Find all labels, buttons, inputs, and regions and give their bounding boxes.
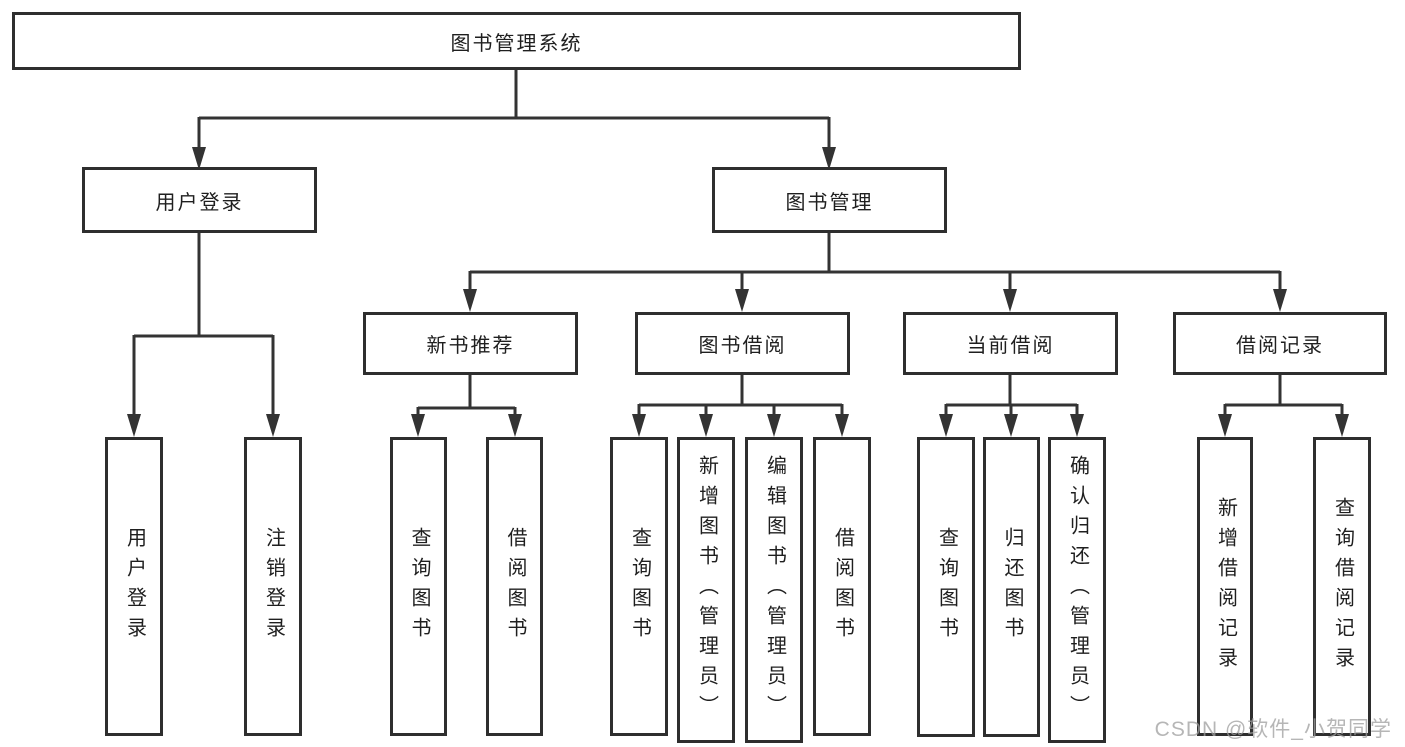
watermark: CSDN @软件_小贺同学 [1154, 718, 1392, 741]
node-new-book-recommend-label: 新书推荐 [426, 335, 515, 357]
node-add-borrow-record-label: 新增借阅记录 [1214, 496, 1237, 677]
node-query-books-recommend: 查询图书 [390, 437, 447, 736]
node-query-borrow-record: 查询借阅记录 [1313, 437, 1371, 736]
node-query-books-current: 查询图书 [917, 437, 975, 737]
node-edit-books-admin: 编辑图书（管理员） [745, 437, 803, 743]
node-borrow-books-borrow: 借阅图书 [813, 437, 871, 736]
node-query-books-recommend-label: 查询图书 [408, 526, 430, 647]
node-query-borrow-record-label: 查询借阅记录 [1331, 496, 1354, 677]
arrowheads [127, 147, 1349, 437]
node-root: 图书管理系统 [12, 12, 1021, 70]
node-new-book-recommend: 新书推荐 [363, 312, 578, 375]
node-root-label: 图书管理系统 [450, 32, 583, 55]
node-return-books-label: 归还图书 [1001, 527, 1023, 647]
node-book-management-label: 图书管理 [785, 191, 874, 214]
node-logout-action-label: 注销登录 [262, 526, 285, 647]
node-current-borrowing: 当前借阅 [903, 312, 1118, 375]
node-book-borrowing: 图书借阅 [635, 312, 850, 375]
node-borrow-books-recommend: 借阅图书 [486, 437, 543, 736]
node-confirm-return-admin: 确认归还（管理员） [1048, 437, 1106, 743]
node-query-books-borrow: 查询图书 [610, 437, 668, 736]
node-borrow-books-recommend-label: 借阅图书 [504, 526, 526, 647]
node-add-books-admin-label: 新增图书（管理员） [695, 455, 718, 725]
node-confirm-return-admin-label: 确认归还（管理员） [1066, 455, 1089, 725]
node-query-books-current-label: 查询图书 [935, 527, 958, 647]
node-borrow-books-borrow-label: 借阅图书 [831, 526, 854, 647]
node-book-borrowing-label: 图书借阅 [698, 335, 787, 357]
node-query-books-borrow-label: 查询图书 [628, 526, 651, 647]
node-return-books: 归还图书 [983, 437, 1040, 737]
node-user-login-action-label: 用户登录 [123, 526, 146, 647]
node-user-login-label: 用户登录 [155, 191, 244, 214]
node-logout-action: 注销登录 [244, 437, 302, 736]
node-book-management: 图书管理 [712, 167, 947, 233]
node-borrowing-records: 借阅记录 [1173, 312, 1387, 375]
node-edit-books-admin-label: 编辑图书（管理员） [763, 455, 786, 725]
node-user-login: 用户登录 [82, 167, 317, 233]
node-current-borrowing-label: 当前借阅 [966, 335, 1055, 357]
node-add-borrow-record: 新增借阅记录 [1197, 437, 1253, 736]
node-user-login-action: 用户登录 [105, 437, 163, 736]
node-add-books-admin: 新增图书（管理员） [677, 437, 735, 743]
node-borrowing-records-label: 借阅记录 [1236, 335, 1324, 357]
